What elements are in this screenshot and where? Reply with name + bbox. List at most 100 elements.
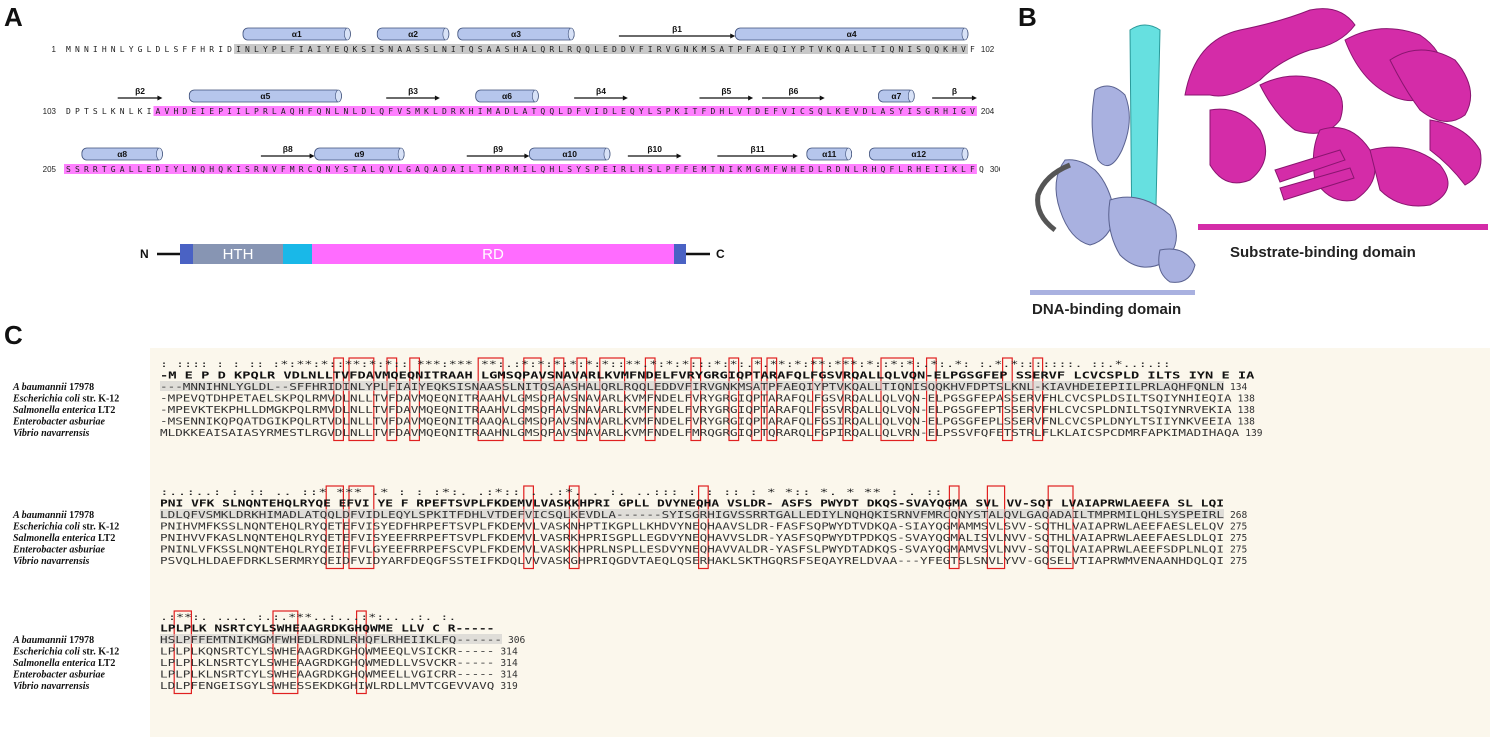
residue-letter: H <box>209 165 214 174</box>
substrate-domain-bar <box>1198 224 1488 230</box>
residue-letter: R <box>827 165 832 174</box>
sequence-start-number: 103 <box>43 107 57 116</box>
conserved-column-box <box>386 357 398 442</box>
residue-letter: N <box>245 45 250 54</box>
conserved-column-box <box>925 357 937 442</box>
residue-letter: D <box>710 107 715 116</box>
loop-cartoon <box>1035 162 1071 232</box>
aligned-sequence: MLDKKEAISAIASYRMESTLRGVDLNLLTVFDAVMQEQNI… <box>160 428 1239 439</box>
residue-letter: M <box>764 165 769 174</box>
reference-row-highlight <box>160 381 1224 391</box>
residue-letter: K <box>111 107 116 116</box>
residue-letter: L <box>612 107 617 116</box>
residue-letter: V <box>970 107 975 116</box>
residue-letter: L <box>102 107 107 116</box>
residue-letter: A <box>397 45 402 54</box>
residue-letter: D <box>567 107 572 116</box>
residue-letter: I <box>881 45 886 54</box>
residue-letter: Q <box>344 45 349 54</box>
residue-letter: A <box>881 107 886 116</box>
sequence-alignment-panel: : :::: : : :: :*:**:*::**:*:*:: ***:*** … <box>12 348 1490 737</box>
residue-letter: D <box>156 45 161 54</box>
strand-label: β9 <box>493 144 503 154</box>
sequence-position-number: 319 <box>500 681 518 692</box>
residue-letter: Y <box>639 107 644 116</box>
residue-letter: T <box>460 45 465 54</box>
strand-arrow-head <box>309 153 315 159</box>
conserved-column-box <box>325 485 344 570</box>
conserved-column-box <box>333 357 345 442</box>
residue-letter: T <box>352 165 357 174</box>
sequence-end-number: 102 <box>981 45 995 54</box>
residue-letter: G <box>675 45 680 54</box>
residue-letter: E <box>147 165 152 174</box>
residue-letter: Y <box>791 45 796 54</box>
residue-letter: Y <box>263 45 268 54</box>
aligned-sequence: -MPEVQTDHPETAELSKPQLRMVDLNLLTVFDAVMQEQNI… <box>160 394 1232 405</box>
residue-letter: S <box>75 165 80 174</box>
residue-letter: H <box>872 165 877 174</box>
residue-letter: Q <box>379 107 384 116</box>
residue-letter: I <box>236 45 241 54</box>
residue-letter: K <box>138 107 143 116</box>
species-strain: 17978 <box>67 382 95 393</box>
residue-letter: A <box>523 107 528 116</box>
residue-letter: F <box>675 165 680 174</box>
residue-letter: V <box>666 45 671 54</box>
residue-letter: E <box>800 165 805 174</box>
residue-letter: A <box>281 107 286 116</box>
residue-letter: S <box>889 107 894 116</box>
panel-letter-a: A <box>4 2 23 32</box>
residue-letter: I <box>236 165 241 174</box>
residue-letter: I <box>782 45 787 54</box>
conserved-column-box <box>811 357 823 442</box>
reference-row-highlight <box>160 634 502 644</box>
residue-letter: Q <box>630 107 635 116</box>
sequence-position-number: 314 <box>500 647 518 658</box>
residue-letter: H <box>916 165 921 174</box>
strand-arrow-head <box>819 95 825 101</box>
residue-letter: Q <box>424 165 429 174</box>
residue-letter: D <box>755 107 760 116</box>
residue-letter: E <box>603 45 608 54</box>
residue-letter: V <box>782 107 787 116</box>
aligned-sequence: PNINLVFKSSLNQNTEHQLRYQEIEFVLGYEEFRRPEFSC… <box>160 545 1224 556</box>
residue-letter: L <box>370 107 375 116</box>
residue-letter: N <box>344 107 349 116</box>
residue-letter: F <box>308 107 313 116</box>
residue-letter: K <box>737 165 742 174</box>
residue-letter: P <box>218 107 223 116</box>
species-genus: A baumannii <box>12 382 67 393</box>
conserved-column-box <box>766 357 778 442</box>
residue-letter: P <box>272 45 277 54</box>
residue-letter: K <box>827 45 832 54</box>
helix-cylinder-end <box>156 147 163 161</box>
species-name: Vibrio navarrensis <box>13 556 90 567</box>
residue-letter: F <box>773 107 778 116</box>
aligned-sequence: LDLQFVSMKLDRKHIMADLATQQLDFVIDLEQYLSPKITF… <box>160 510 1224 521</box>
residue-letter: Q <box>379 165 384 174</box>
residue-letter: S <box>406 107 411 116</box>
residue-letter: V <box>585 107 590 116</box>
residue-letter: I <box>907 107 912 116</box>
residue-letter: H <box>514 45 519 54</box>
residue-letter: A <box>308 45 313 54</box>
residue-letter: A <box>156 107 161 116</box>
residue-letter: I <box>218 45 223 54</box>
residue-letter: S <box>361 45 366 54</box>
conserved-column-box <box>1047 485 1074 570</box>
residue-letter: M <box>702 165 707 174</box>
residue-letter: H <box>469 107 474 116</box>
residue-letter: L <box>961 165 966 174</box>
residue-letter: S <box>916 107 921 116</box>
residue-letter: I <box>200 107 205 116</box>
residue-letter: L <box>854 165 859 174</box>
residue-letter: E <box>603 165 608 174</box>
residue-letter: I <box>147 107 152 116</box>
residue-letter: Q <box>200 165 205 174</box>
residue-letter: W <box>782 165 787 174</box>
species-name: Salmonella enterica LT2 <box>13 405 115 416</box>
conserved-column-box <box>173 610 193 695</box>
protein-structure-figure: Substrate-binding domain DNA-binding dom… <box>1030 8 1488 318</box>
